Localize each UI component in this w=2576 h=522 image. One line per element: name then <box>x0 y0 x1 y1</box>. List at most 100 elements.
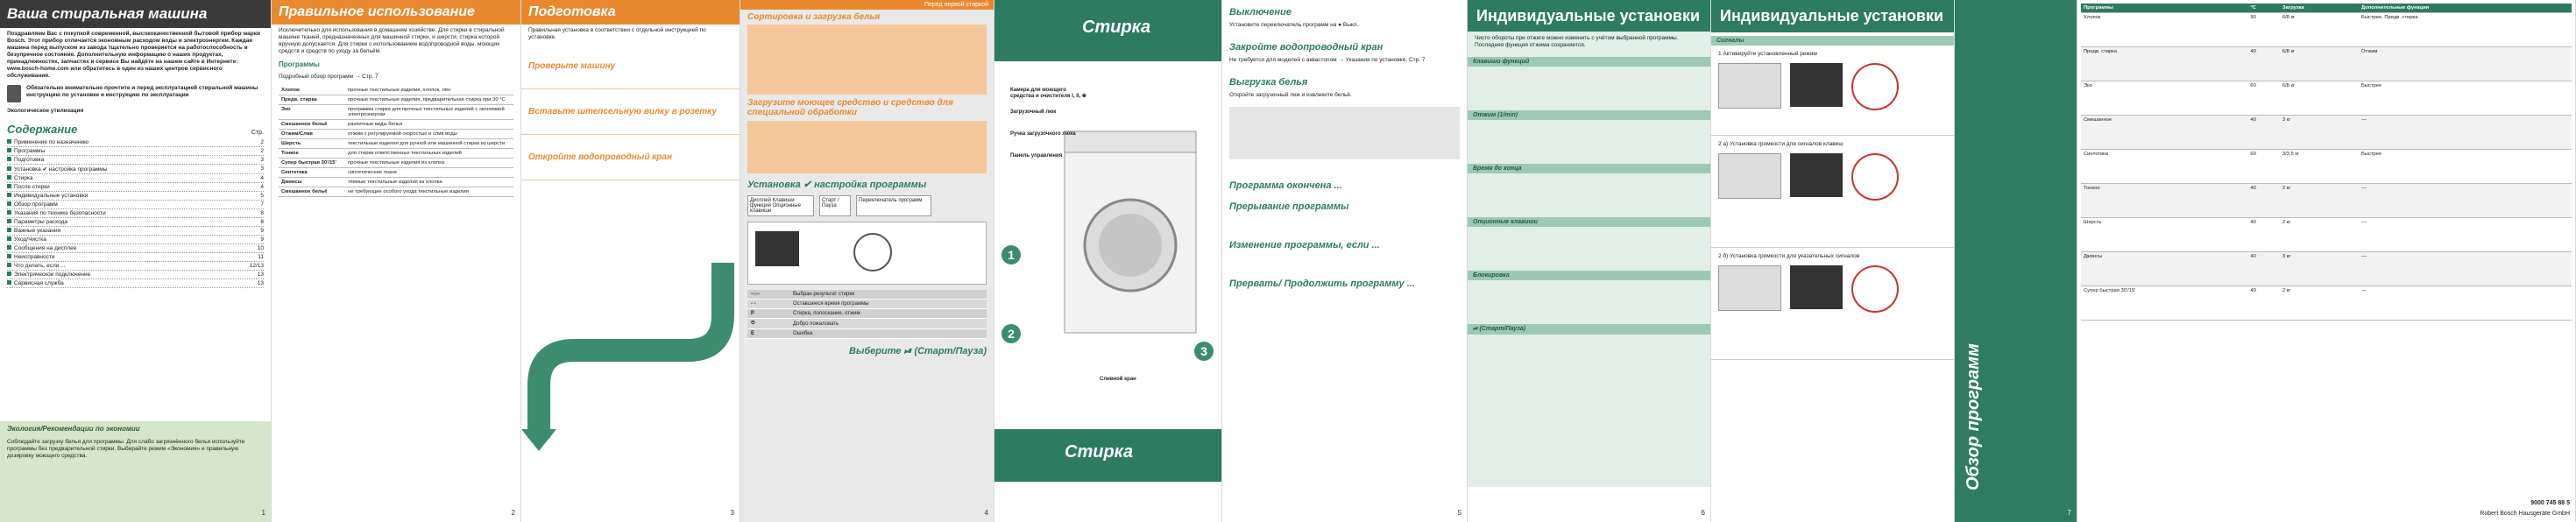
toc-page: 12/13 <box>249 263 264 269</box>
table-cell: 40 <box>2247 115 2280 150</box>
page-number: 4 <box>984 509 988 517</box>
table-cell: Хлопок <box>2081 12 2248 47</box>
signals-subheading: Сигналы <box>1711 36 1954 46</box>
table-cell: Смешанное <box>2081 115 2248 150</box>
display-symbol: P <box>747 308 789 319</box>
toc-entry-wrap: Подготовка <box>7 157 44 163</box>
heading-unload: Выгрузка белья <box>1229 77 1308 88</box>
table-cell: 3 кг <box>2279 251 2359 286</box>
table-cell: 3/3,5 кг <box>2279 149 2359 184</box>
toc-page: 8 <box>260 219 264 225</box>
settings-section-heading: Время до конца <box>1468 164 1710 173</box>
table-cell: Супер быстрая 30'/15' <box>2081 286 2248 321</box>
toc-entry-wrap: Сервисная служба <box>7 280 64 286</box>
toc-entry: Обзор программ <box>14 201 58 208</box>
prep-step: Вставьте штепсельную вилку в розетку <box>521 89 740 135</box>
program-name: Шерсть <box>279 138 345 149</box>
document-code: 9000 745 88 5 <box>2530 500 2570 506</box>
settings2-title: Индивидуальные установки <box>1711 0 1954 32</box>
toc-entry: Установка ✔ настройка программы <box>14 166 108 173</box>
bullet-icon <box>7 157 11 161</box>
step-2-badge: 2 <box>1001 324 1021 343</box>
arrow-head <box>521 429 556 451</box>
machine-callout: Загрузочный люк <box>1010 109 1057 115</box>
toc-page: 3 <box>260 157 264 163</box>
toc-entry: Параметры расхода <box>14 219 67 225</box>
machine-callout: Панель управления <box>1010 153 1063 159</box>
settings-section-heading: Клавиши функций <box>1468 57 1710 67</box>
bullet-icon <box>7 184 11 188</box>
panel-figure <box>1718 153 1781 199</box>
bullet-icon <box>7 245 11 250</box>
table-cell: 3 кг <box>2279 115 2359 150</box>
heading-finished: Программа окончена ... <box>1229 180 1342 191</box>
toc-entry: Индивидуальные установки <box>14 193 88 199</box>
program-desc: тёмные текстильные изделия из хлопка <box>345 177 513 187</box>
settings-intro: Чисто обороты при отжиге можно изменить … <box>1475 35 1679 48</box>
toc-row: Параметры расхода 8 <box>7 218 264 227</box>
heading-off: Выключение <box>1229 7 1292 18</box>
toc-row: Индивидуальные установки 5 <box>7 192 264 201</box>
toc-page-label: Стр. <box>251 130 264 136</box>
program-name: Тонкое <box>279 148 345 159</box>
display-symbol: - - <box>747 299 789 309</box>
table-cell: 60 <box>2247 149 2280 184</box>
program-desc: синтетические ткани <box>345 167 513 178</box>
program-desc: программа стирки для прочных текстильных… <box>345 104 513 120</box>
program-name: Смешанное бельё <box>279 187 345 197</box>
display-symbol: --:-- <box>747 290 789 300</box>
notice-text: Обязательно внимательно прочтите и перед… <box>26 85 258 98</box>
page-number: 7 <box>2067 509 2071 517</box>
toc-title: Содержание <box>7 123 78 136</box>
washing-machine-drawing <box>1064 130 1197 334</box>
bullet-icon <box>7 139 11 144</box>
toc-page: 5 <box>260 193 264 199</box>
display-meaning: Выбран результат стирки <box>789 290 987 300</box>
table-cell: Тонкое <box>2081 183 2248 218</box>
toc-entry: Подготовка <box>14 157 45 163</box>
selector-label: Переключатель программ <box>856 195 931 216</box>
washing-title-bottom: Стирка <box>1065 442 1134 462</box>
bullet-icon <box>7 272 11 276</box>
program-desc: различные виды белья <box>345 119 513 130</box>
prep-step: Проверьте машину <box>521 44 740 89</box>
panel-overview-spine: Обзор программ 7 <box>1955 0 2077 522</box>
table-cell: 40 <box>2247 183 2280 218</box>
toc-entry-wrap: После стирки <box>7 184 50 190</box>
bullet-icon <box>7 228 11 232</box>
toc-page: 13 <box>257 280 264 286</box>
table-row: --:--Выбран результат стирки <box>747 290 987 300</box>
signal-figures <box>1718 153 1947 201</box>
toc-entry-wrap: Указания по технике безопасности <box>7 210 106 216</box>
toc-entry: Сервисная служба <box>14 280 64 286</box>
column-header: °C <box>2247 4 2280 13</box>
program-desc: текстильные изделия для ручной или машин… <box>345 138 513 149</box>
machine-callout: Сливной кран <box>1100 377 1136 382</box>
program-name: Джинсы <box>279 177 345 187</box>
table-cell: — <box>2358 183 2572 218</box>
toc-page: 2 <box>260 148 264 154</box>
toc-row: Программы 2 <box>7 147 264 156</box>
bullet-icon <box>7 175 11 180</box>
usage-title: Правильное использование <box>272 0 520 25</box>
heading-interrupt: Прерывание программы <box>1229 201 1349 212</box>
toc-entry-wrap: Обзор программ <box>7 201 58 208</box>
programs-sub: Подробный обзор программ → Стр. 7 <box>279 74 379 80</box>
toc-page: 13 <box>257 272 264 278</box>
bullet-icon <box>7 166 11 171</box>
program-desc: для стирки ответственных текстильных изд… <box>345 148 513 159</box>
settings-bg <box>1468 32 1710 487</box>
toc-entry: Программы <box>14 148 46 154</box>
